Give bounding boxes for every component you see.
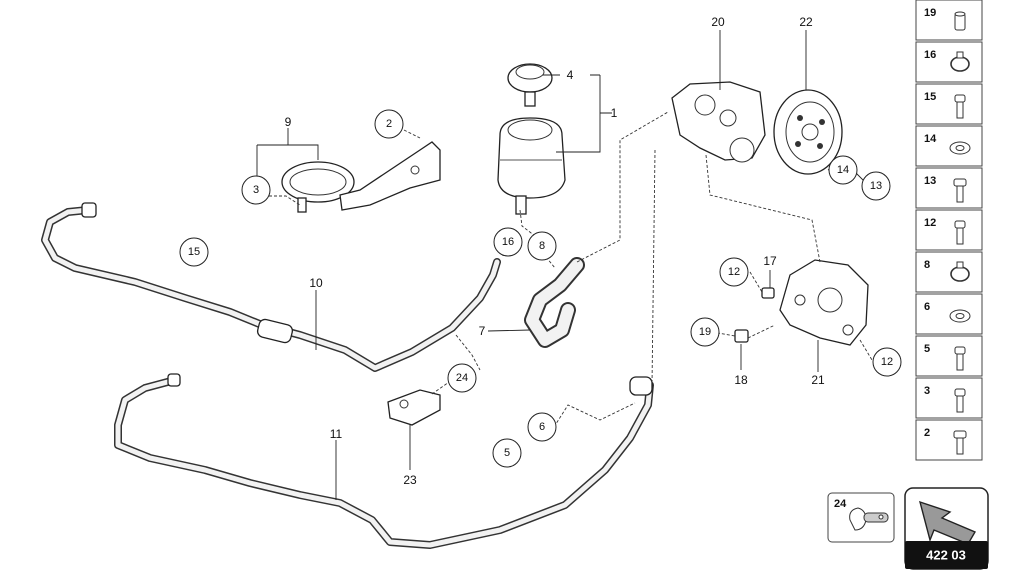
legend-item-number: 6 xyxy=(924,301,930,313)
hex-bolt-icon xyxy=(953,430,967,455)
svg-text:12: 12 xyxy=(728,266,740,278)
svg-text:3: 3 xyxy=(253,184,259,196)
bolt-icon xyxy=(954,220,966,245)
legend-item: 3 xyxy=(915,377,983,419)
label-18: 18 xyxy=(734,373,748,387)
legend-item-number: 15 xyxy=(924,91,936,103)
label-4: 4 xyxy=(567,68,574,82)
bracket-clamp-9 xyxy=(281,141,441,213)
callout-14: 14 xyxy=(828,155,858,185)
callout-16: 16 xyxy=(493,227,523,257)
legend-item: 5 xyxy=(915,335,983,377)
svg-text:16: 16 xyxy=(502,236,514,248)
svg-text:19: 19 xyxy=(699,326,711,338)
legend-item: 12 xyxy=(915,209,983,251)
suction-hose-7 xyxy=(524,257,585,348)
legend-item-number: 8 xyxy=(924,259,930,271)
callout-12a: 12 xyxy=(719,257,749,287)
label-11: 11 xyxy=(330,427,343,441)
svg-text:24: 24 xyxy=(456,372,468,384)
page-code: 422 03 xyxy=(926,548,966,563)
callout-5: 5 xyxy=(492,438,522,468)
holder-23 xyxy=(387,389,441,426)
svg-text:8: 8 xyxy=(539,240,545,252)
bolt-icon xyxy=(954,388,966,413)
reservoir-cap-4 xyxy=(507,63,553,107)
callout-13: 13 xyxy=(861,171,891,201)
svg-text:14: 14 xyxy=(837,164,849,176)
bolt-icon xyxy=(954,94,966,119)
callout-19: 19 xyxy=(690,317,720,347)
callout-8: 8 xyxy=(527,231,557,261)
label-22: 22 xyxy=(799,15,813,29)
svg-text:15: 15 xyxy=(188,246,200,258)
return-line-10 xyxy=(41,202,501,372)
detail-box-label: 24 xyxy=(834,498,847,510)
sleeve-18 xyxy=(734,329,749,343)
pulley-22 xyxy=(773,89,843,175)
sleeve-17 xyxy=(761,287,775,299)
label-1: 1 xyxy=(611,106,618,120)
washer-icon xyxy=(949,141,971,155)
legend-item: 16 xyxy=(915,41,983,83)
pump-bracket-21 xyxy=(779,259,869,346)
legend-item: 6 xyxy=(915,293,983,335)
callout-3: 3 xyxy=(241,175,271,205)
page-code-box: 422 03 xyxy=(904,487,989,570)
arrow-icon xyxy=(918,500,977,545)
legend-item-number: 14 xyxy=(924,133,937,145)
pressure-line-11 xyxy=(114,373,654,549)
callout-15: 15 xyxy=(179,237,209,267)
callout-2: 2 xyxy=(374,109,404,139)
callout-24: 24 xyxy=(447,363,477,393)
callout-6: 6 xyxy=(527,412,557,442)
legend-item: 13 xyxy=(915,167,983,209)
label-17: 17 xyxy=(763,254,777,268)
svg-text:2: 2 xyxy=(386,118,392,130)
sleeve-icon xyxy=(954,11,966,31)
legend-item-number: 12 xyxy=(924,217,936,229)
label-7: 7 xyxy=(479,324,486,338)
legend-item-number: 13 xyxy=(924,175,936,187)
hose-clamp-icon xyxy=(950,261,970,282)
svg-text:5: 5 xyxy=(504,447,510,459)
hose-clamp-icon xyxy=(950,51,970,72)
detail-box-24: 24 xyxy=(827,492,895,543)
fastener-legend: 19 16 15 14 13 12 8 6 5 3 2 xyxy=(915,0,983,461)
legend-item-number: 3 xyxy=(924,385,930,397)
svg-text:12: 12 xyxy=(881,356,893,368)
label-9: 9 xyxy=(285,115,292,129)
legend-item: 14 xyxy=(915,125,983,167)
svg-text:13: 13 xyxy=(870,180,882,192)
label-21: 21 xyxy=(811,373,825,387)
bolt-icon xyxy=(954,346,966,371)
label-10: 10 xyxy=(309,276,323,290)
cable-holder-icon xyxy=(849,507,889,531)
legend-item-number: 2 xyxy=(924,427,930,439)
legend-item: 8 xyxy=(915,251,983,293)
washer-icon xyxy=(949,309,971,323)
callout-12b: 12 xyxy=(872,347,902,377)
label-20: 20 xyxy=(711,15,725,29)
svg-text:6: 6 xyxy=(539,421,545,433)
legend-item-number: 5 xyxy=(924,343,930,355)
reservoir-1 xyxy=(497,117,566,215)
power-steering-pump-20 xyxy=(671,81,766,163)
legend-item-number: 16 xyxy=(924,49,936,61)
legend-item: 19 xyxy=(915,0,983,41)
legend-item: 2 xyxy=(915,419,983,461)
hex-bolt-icon xyxy=(953,178,967,203)
legend-item-number: 19 xyxy=(924,7,936,19)
legend-item: 15 xyxy=(915,83,983,125)
label-23: 23 xyxy=(403,473,417,487)
